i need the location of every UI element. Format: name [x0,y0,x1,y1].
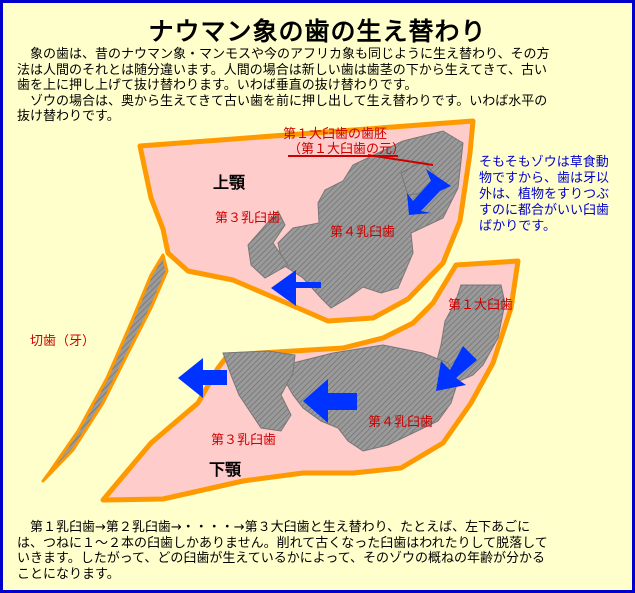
incisor-tusk [41,253,169,483]
intro-paragraph: 象の歯は、昔のナウマン象・マンモスや今のアフリカ象も同じように生え替わり、その方… [17,47,617,125]
note-line: すのに都合がいい臼歯 [479,203,609,218]
lower-m4-tooth [284,344,459,452]
note-line: そもそもゾウは草食動 [479,154,609,170]
note-line: ばかりです。 [479,219,556,234]
intro-line: 歯を上に押し上げて抜け替わります。いわば垂直の抜け替わりです。 [17,78,418,93]
germ-label-line2: （第１大臼歯の元） [288,142,405,157]
outro-line: 第１乳臼歯→第２乳臼歯→・・・・→第３大臼歯と生え替わり、たとえば、左下あごに [17,520,531,535]
upper-jaw-label: 上顎 [213,173,246,192]
upper-m3-tooth [247,210,289,279]
upper-m4-label: 第４乳臼歯 [330,225,395,240]
lower-m3-tooth [222,350,296,432]
arrow-upper-left [271,270,321,306]
outro-line: は、つねに１～２本の臼歯しかありません。削れて古くなった臼歯はわれたりして脱落し… [17,535,548,551]
intro-line: ゾウの場合は、奥から生えてきて古い歯を前に押し出して生え替わりです。いわば水平の [17,93,548,109]
upper-m3-label: 第３乳臼歯 [215,211,280,226]
arrow-lower-molar1 [436,346,477,391]
arrow-upper-germ [407,169,451,215]
intro-line: 法は人間のそれとは随分違います。人間の場合は新しい歯は歯茎の下から生えてきて、古… [17,62,548,78]
upper-jaw [41,118,476,483]
arrow-lower-front [178,358,227,398]
lower-m3-label: 第３乳臼歯 [211,433,276,448]
note-line: 物ですから、歯は牙以 [479,171,609,186]
lower-molar1-label: 第１大臼歯 [448,298,513,313]
arrows [178,169,477,423]
lower-jaw [100,258,521,503]
intro-line: 象の歯は、昔のナウマン象・マンモスや今のアフリカ象も同じように生え替わり、その方 [17,47,550,62]
outro-line: ことになります。 [17,566,120,582]
outro-line: いきます。したがって、どの臼歯が生えているかによって、そのゾウの概ねの年齢が分か… [17,551,546,566]
germ-label-line1: 第１大臼歯の歯胚 [283,127,387,142]
lower-jaw-label: 下顎 [209,460,242,479]
incisor-label: 切歯（牙） [30,334,95,349]
page-title: ナウマン象の歯の生え替わり [148,17,487,46]
tooth-replacement-diagram: 第１大臼歯の歯胚 （第１大臼歯の元） 上顎 第３乳臼歯 第４乳臼歯 そもそもゾウ… [30,118,609,503]
note-line: 外は、植物をすりつぶ [479,187,609,202]
arrow-lower-m4 [303,379,357,423]
intro-line: 抜け替わりです。 [17,109,120,124]
outro-paragraph: 第１乳臼歯→第２乳臼歯→・・・・→第３大臼歯と生え替わり、たとえば、左下あごに … [17,520,617,582]
lower-m4-label: 第４乳臼歯 [368,415,433,430]
